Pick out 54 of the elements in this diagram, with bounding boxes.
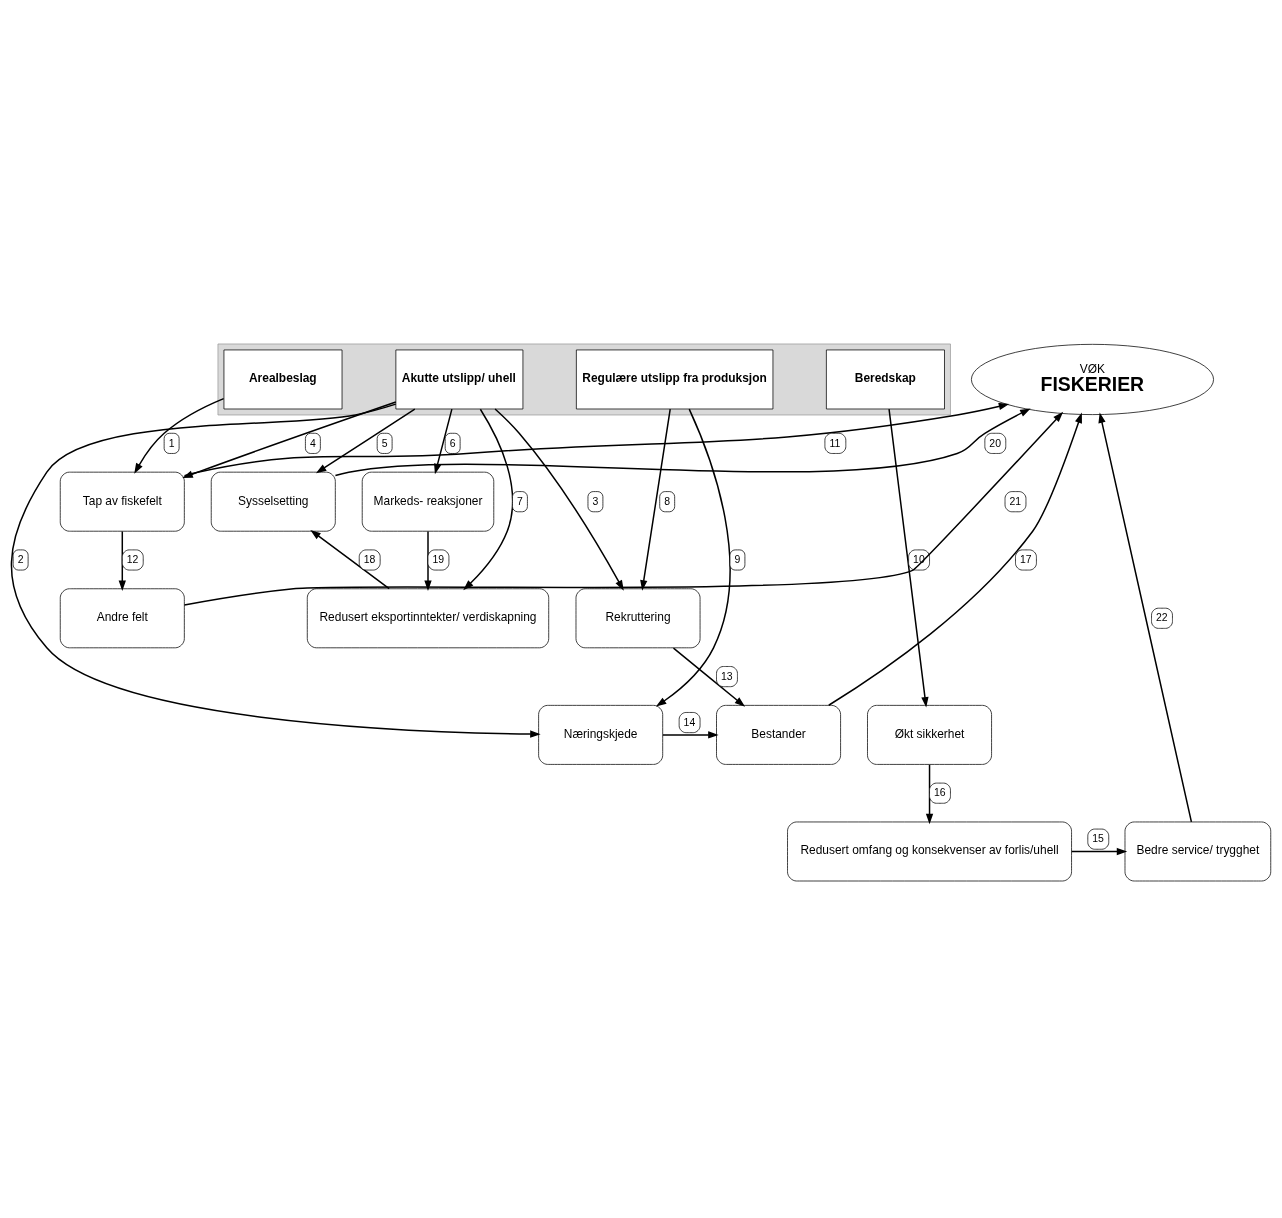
node-box: Sysselsetting [210,471,336,532]
edge-label: 4 [309,437,316,449]
node-box: Næringskjede [538,704,664,765]
edge-label: 6 [449,437,456,449]
edge-label: 12 [126,553,139,565]
arrow [310,529,390,589]
node-box: Bestander [716,704,841,765]
arrow [1070,847,1128,855]
arrow [828,412,1082,706]
node-box: Bedre service/ trygghet [1124,821,1272,881]
node-box: Akutte utslipp/ uhell [395,349,524,409]
edge-label: 11 [829,437,841,449]
edge-label: 14 [683,716,696,728]
arrow [118,530,126,591]
cluster [217,343,951,415]
arrow [655,407,731,707]
node-box: Økt sikkerhet [867,704,992,765]
arrow [672,646,746,707]
edge-label: 9 [734,553,741,565]
arrow [925,763,934,824]
arrow [315,407,416,473]
edge-label: 15 [1092,832,1104,844]
arrow [662,730,719,739]
arrow [434,407,453,474]
arrow [888,407,929,707]
edge-label: 18 [363,553,376,565]
edge-label: 2 [17,553,24,565]
node-box: Markeds- reaksjoner [361,471,495,532]
edge-label: 5 [381,437,388,449]
edge-label: 22 [1156,611,1168,623]
edge-label: 17 [1019,553,1032,565]
arrow [334,407,1031,476]
node-box: Andre felt [59,587,185,648]
arrow [494,407,624,591]
node-box: Redusert omfang og konsekvenser av forlis/uhell [787,821,1072,881]
edge-label: 7 [516,495,523,507]
arrow [1098,411,1193,823]
edge-label: 13 [721,670,733,682]
arrow [424,530,432,591]
node-box: Regulære utslipp fra produksjon [576,349,774,409]
node-box: Beredskap [826,349,945,409]
edge-label: 21 [1009,495,1022,507]
arrow [640,407,671,591]
edge-label: 1 [168,437,175,449]
node-box: Redusert eksportinntekter/ verdiskapning [306,587,550,648]
node-box: Tap av fiskefelt [59,471,185,532]
edge-label: 20 [989,437,1001,449]
arrow [134,397,225,474]
edge-label: 8 [664,495,671,507]
node-box: Rekruttering [575,587,701,648]
edge-label: 19 [432,553,445,565]
node-box: Arealbeslag [223,349,343,409]
edge-label: 3 [592,495,599,507]
edge-label: 16 [934,786,946,798]
